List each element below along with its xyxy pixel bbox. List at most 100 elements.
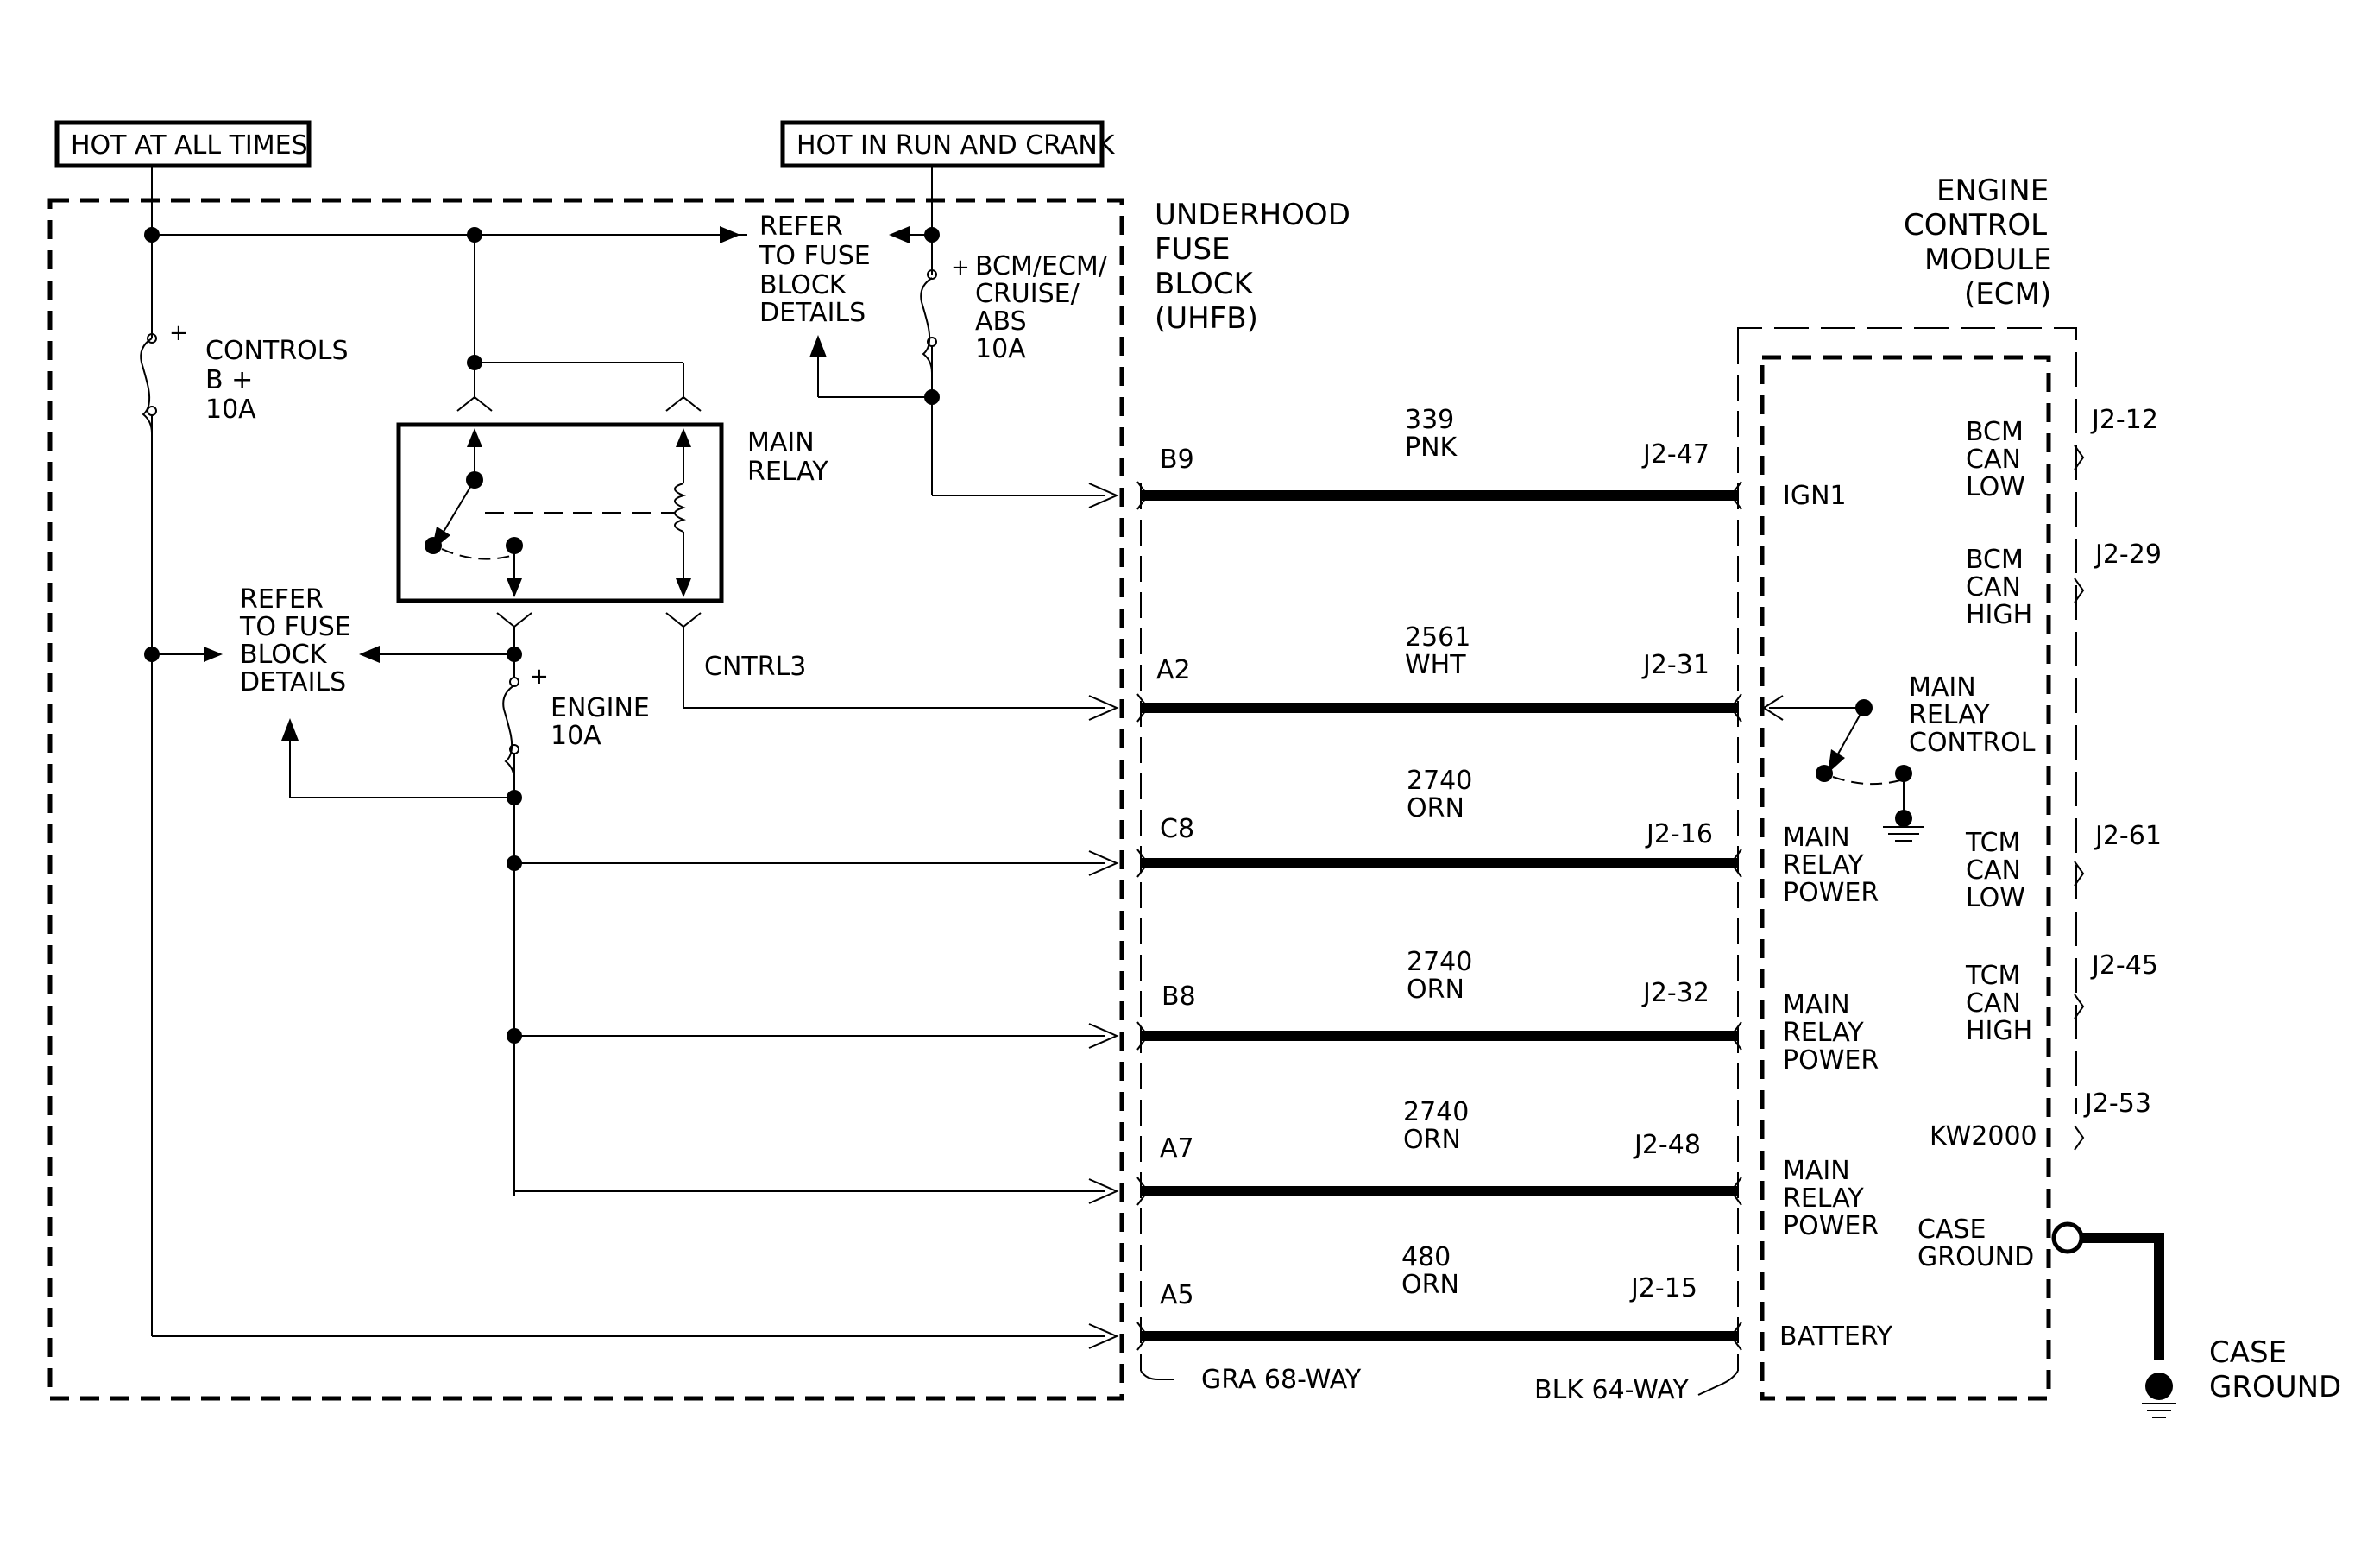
ecm-label-battery: BATTERY	[1779, 1322, 1893, 1352]
controls-fuse-plus: +	[169, 320, 188, 346]
circuit-5: A5 480 ORN J2-15	[1136, 1242, 1742, 1351]
right-pin-4-pin: J2-53	[2083, 1089, 2151, 1119]
ecm-title-line-3: MODULE	[1924, 243, 2052, 277]
circuit-3-ecm-pin: J2-32	[1641, 978, 1709, 1008]
controls-fuse-label-2: B +	[205, 365, 253, 395]
main-relay	[396, 355, 724, 628]
uhfb-title-line-1: UNDERHOOD	[1155, 198, 1351, 232]
bcm-fuse-label-3: ABS	[975, 306, 1027, 337]
battery-feed-wiring	[140, 166, 1119, 1349]
engine-fuse-plus: +	[530, 664, 549, 690]
ecm-title-line-4: (ECM)	[1964, 277, 2051, 312]
refer-top-line-2: TO FUSE	[759, 241, 871, 271]
ecm-label-a7-line-3: POWER	[1783, 1211, 1879, 1241]
hot-at-all-times-label: HOT AT ALL TIMES	[71, 130, 308, 161]
circuit-2-uhfb-pin: C8	[1160, 814, 1194, 844]
circuit-3-wire-num: 2740	[1407, 947, 1472, 977]
bcm-fuse-label-2: CRUISE/	[975, 279, 1080, 309]
engine-fuse-label-2: 10A	[551, 721, 601, 751]
ecm-label-b8-line-3: POWER	[1783, 1045, 1879, 1076]
right-pin-2-label-3: LOW	[1966, 883, 2025, 913]
right-pin-3-label-1: TCM	[1965, 961, 2020, 991]
gra-connector-label: GRA 68-WAY	[1201, 1365, 1362, 1395]
refer-left-line-1: REFER	[240, 584, 324, 615]
circuit-3-color: ORN	[1407, 975, 1464, 1005]
refer-top-line-4: DETAILS	[759, 298, 866, 328]
circuit-1-wire-num: 2561	[1405, 622, 1470, 653]
main-relay-control-switch	[1762, 695, 1924, 842]
main-relay-label-2: RELAY	[747, 457, 828, 487]
circuit-1-uhfb-pin: A2	[1156, 655, 1191, 685]
engine-fuse-label-1: ENGINE	[551, 693, 650, 723]
run-crank-feed-wiring	[809, 166, 1119, 508]
right-pin-2-pin: J2-61	[2094, 821, 2162, 851]
uhfb-title-line-2: FUSE	[1155, 232, 1231, 267]
cntrl3-label: CNTRL3	[704, 652, 806, 682]
main-relay-label-1: MAIN	[747, 427, 815, 458]
right-pin-2: TCM CAN LOW J2-61	[1965, 821, 2162, 913]
right-pin-2-label-1: TCM	[1965, 828, 2020, 858]
ecm-label-c8-line-2: RELAY	[1783, 850, 1864, 880]
circuit-1-color: WHT	[1405, 650, 1466, 680]
controls-fuse-label-3: 10A	[205, 394, 256, 425]
circuit-5-wire-num: 480	[1401, 1242, 1451, 1272]
bcm-fuse-label-1: BCM/ECM/	[975, 251, 1108, 281]
uhfb-outline	[47, 198, 1124, 1401]
circuit-4-color: ORN	[1403, 1125, 1461, 1155]
ecm-label-c8-line-3: POWER	[1783, 878, 1879, 908]
case-ground-label-2: GROUND	[2209, 1370, 2341, 1404]
bcm-fuse-plus: +	[951, 255, 970, 281]
engine-fuse-wiring	[281, 627, 1119, 1204]
main-relay-control-line-2: RELAY	[1909, 700, 1990, 730]
right-pin-3-label-3: HIGH	[1966, 1016, 2032, 1046]
refer-top-line-3: BLOCK	[759, 270, 847, 300]
right-pin-1-pin: J2-29	[2094, 540, 2162, 570]
circuit-0-wire-num: 339	[1405, 405, 1454, 435]
right-pin-1-label-2: CAN	[1966, 572, 2021, 603]
circuit-5-color: ORN	[1401, 1270, 1459, 1300]
right-pin-0: BCM CAN LOW J2-12	[1966, 405, 2158, 502]
case-ground-symbol	[2051, 1221, 2176, 1418]
right-pin-1-label-3: HIGH	[1966, 600, 2032, 630]
right-pin-1-label-1: BCM	[1966, 545, 2024, 575]
circuit-3: B8 2740 ORN J2-32	[1136, 947, 1742, 1051]
refer-left-line-2: TO FUSE	[239, 612, 351, 642]
right-pin-1: BCM CAN HIGH J2-29	[1966, 540, 2162, 630]
bcm-fuse-label-4: 10A	[975, 334, 1026, 364]
right-pin-0-label-2: CAN	[1966, 445, 2021, 475]
right-pin-3: TCM CAN HIGH J2-45	[1965, 950, 2158, 1046]
circuit-2-wire-num: 2740	[1407, 766, 1472, 796]
circuit-3-uhfb-pin: B8	[1162, 981, 1196, 1012]
hot-in-run-and-crank-box: HOT IN RUN AND CRANK	[780, 120, 1116, 168]
uhfb-title-line-3: BLOCK	[1155, 267, 1255, 301]
main-relay-control-line-1: MAIN	[1909, 672, 1976, 703]
right-pin-4: KW2000 J2-53	[1930, 1089, 2151, 1152]
circuit-0-uhfb-pin: B9	[1160, 445, 1194, 475]
circuit-5-ecm-pin: J2-15	[1629, 1273, 1697, 1303]
ecm-label-c8-line-1: MAIN	[1783, 823, 1850, 853]
ecm-title-line-2: CONTROL	[1904, 208, 2047, 243]
hot-in-run-and-crank-label: HOT IN RUN AND CRANK	[796, 130, 1116, 161]
circuit-1-ecm-pin: J2-31	[1641, 650, 1709, 680]
circuit-2-color: ORN	[1407, 793, 1464, 824]
ecm-label-ign1: IGN1	[1783, 481, 1847, 511]
right-pin-0-label-3: LOW	[1966, 472, 2025, 502]
ecm-title-line-1: ENGINE	[1936, 174, 2049, 208]
circuit-4: A7 2740 ORN J2-48	[1136, 1097, 1742, 1206]
ecm-label-b8-line-1: MAIN	[1783, 990, 1850, 1020]
right-pin-4-label-1: KW2000	[1930, 1121, 2037, 1152]
circuit-5-uhfb-pin: A5	[1160, 1280, 1194, 1310]
circuit-2-ecm-pin: J2-16	[1645, 819, 1713, 849]
controls-fuse-label-1: CONTROLS	[205, 336, 349, 366]
circuit-0-color: PNK	[1405, 432, 1458, 463]
refer-top-line-1: REFER	[759, 211, 843, 242]
blk-connector-label: BLK 64-WAY	[1534, 1375, 1690, 1405]
circuit-2: C8 2740 ORN J2-16	[1136, 766, 1742, 878]
circuit-0-ecm-pin: J2-47	[1641, 439, 1709, 470]
main-relay-control-line-3: CONTROL	[1909, 728, 2036, 758]
circuit-4-ecm-pin: J2-48	[1633, 1130, 1701, 1160]
case-ground-label-1: CASE	[2209, 1335, 2287, 1370]
ecm-label-a7-line-1: MAIN	[1783, 1156, 1850, 1186]
refer-left-line-4: DETAILS	[240, 667, 346, 697]
